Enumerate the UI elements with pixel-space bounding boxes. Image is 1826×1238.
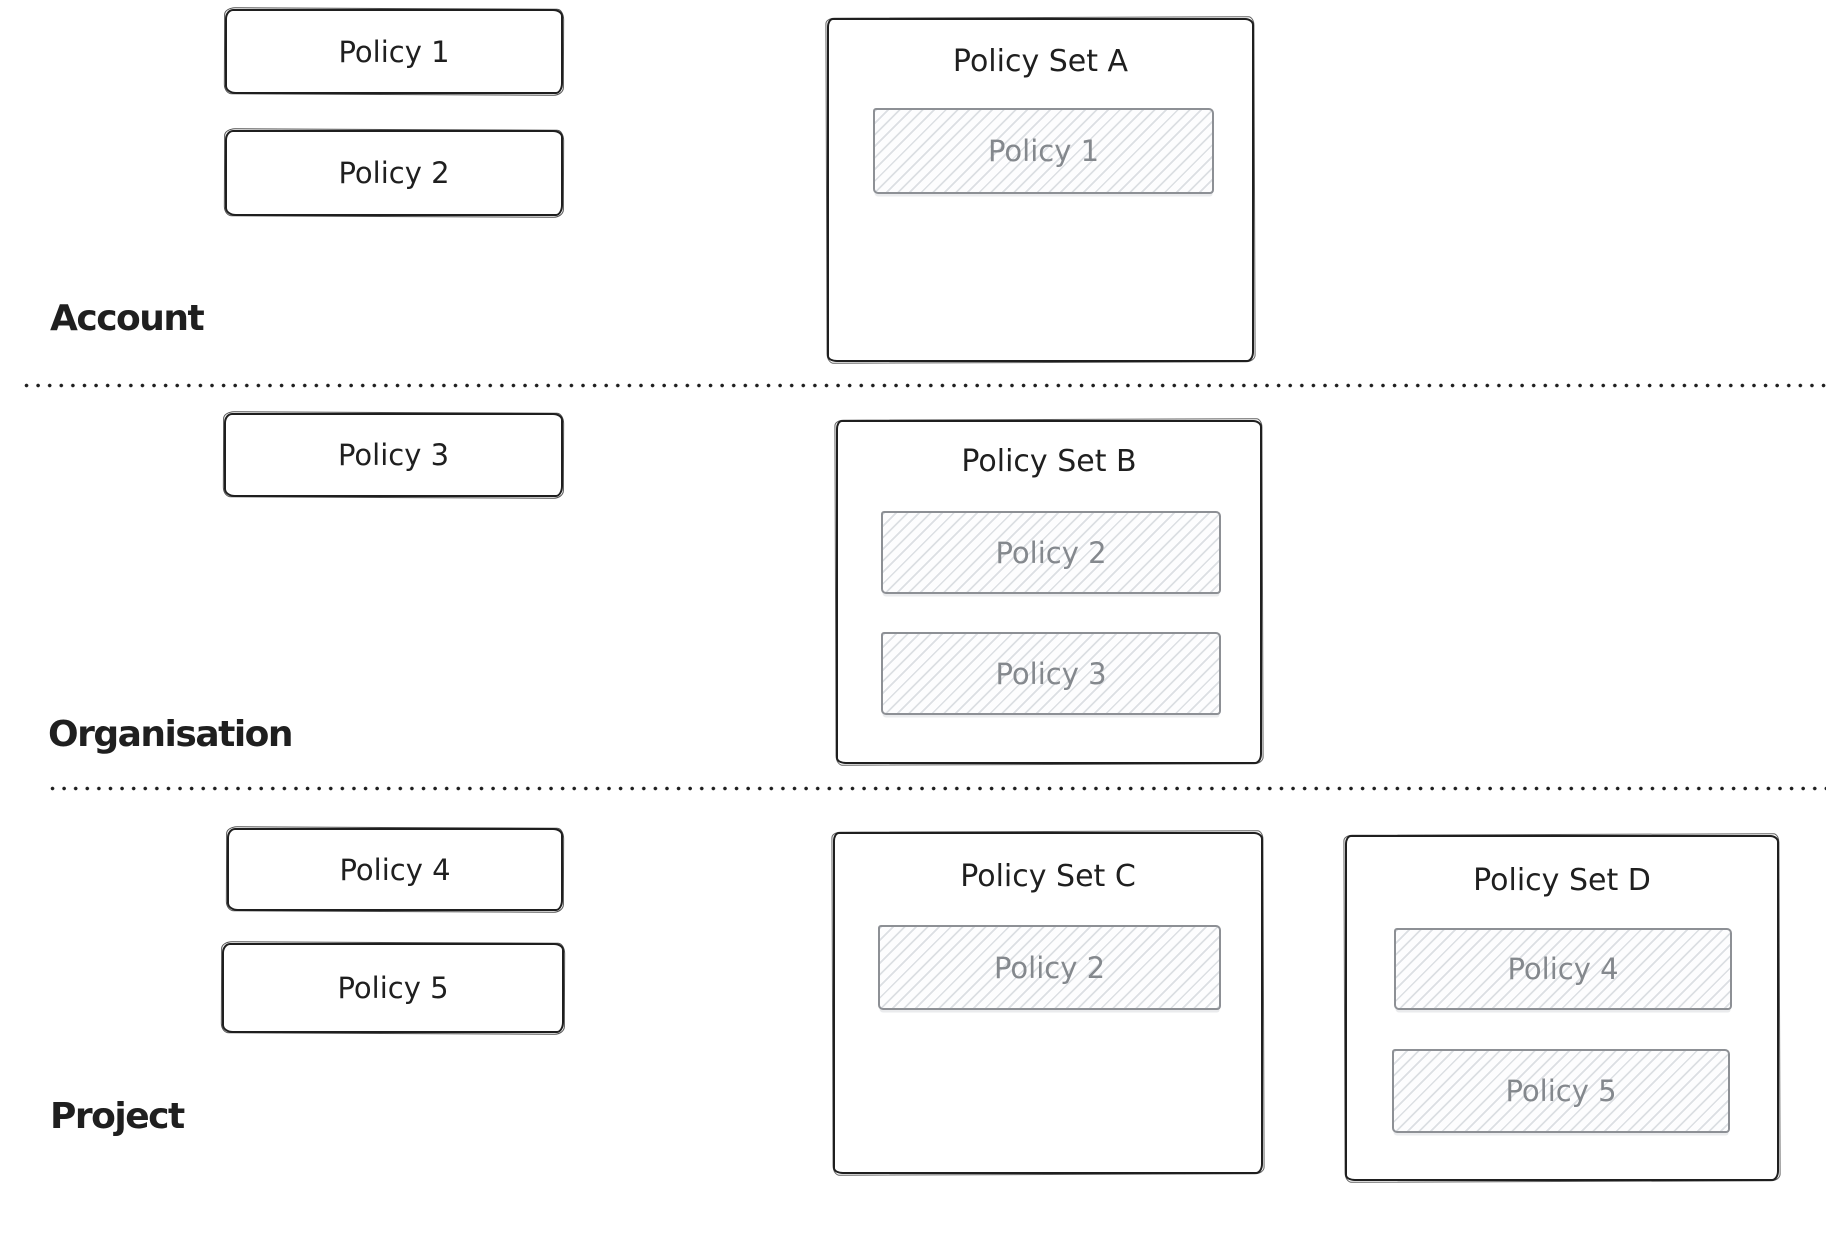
policy-set-d-member-2: Policy 5 <box>1392 1049 1730 1133</box>
policy-set-c-member-1-label: Policy 2 <box>993 950 1106 985</box>
policy-box-5-label: Policy 5 <box>337 971 449 1005</box>
policy-box-2-label: Policy 2 <box>338 156 450 190</box>
policy-set-d: Policy Set D Policy 4 Policy 5 <box>1345 835 1779 1181</box>
policy-set-a: Policy Set A Policy 1 <box>827 18 1254 362</box>
tier-divider-2 <box>50 786 1826 791</box>
policy-set-a-member-1-label: Policy 1 <box>987 134 1100 168</box>
policy-set-c: Policy Set C Policy 2 <box>833 832 1263 1174</box>
policy-box-1: Policy 1 <box>225 9 563 94</box>
policy-box-1-label: Policy 1 <box>338 34 450 69</box>
tier-label-account: Account <box>50 298 205 339</box>
policy-set-b-member-1: Policy 2 <box>881 511 1221 594</box>
policy-set-b-title: Policy Set B <box>961 444 1137 479</box>
policy-set-c-member-1: Policy 2 <box>878 925 1221 1010</box>
policy-set-d-member-1-label: Policy 4 <box>1507 952 1619 986</box>
policy-box-3-label: Policy 3 <box>337 438 450 472</box>
policy-set-d-member-2-label: Policy 5 <box>1505 1074 1617 1108</box>
tier-label-project: Project <box>50 1096 185 1137</box>
policy-box-3: Policy 3 <box>224 413 563 497</box>
tier-divider-1 <box>24 383 1826 388</box>
policy-set-d-member-1: Policy 4 <box>1394 928 1732 1010</box>
policy-set-a-title: Policy Set A <box>952 44 1129 79</box>
policy-set-b-member-2-label: Policy 3 <box>995 656 1107 691</box>
policy-set-b: Policy Set B Policy 2 Policy 3 <box>836 420 1262 764</box>
policy-set-b-member-2: Policy 3 <box>881 632 1221 715</box>
policy-box-4: Policy 4 <box>227 828 563 911</box>
policy-set-d-title: Policy Set D <box>1473 863 1651 898</box>
tier-label-organisation: Organisation <box>48 714 294 755</box>
policy-set-b-member-1-label: Policy 2 <box>995 535 1107 570</box>
policy-box-4-label: Policy 4 <box>339 852 451 887</box>
policy-set-c-title: Policy Set C <box>960 859 1136 894</box>
policy-set-a-member-1: Policy 1 <box>873 108 1214 194</box>
policy-box-5: Policy 5 <box>222 943 564 1033</box>
policy-box-2: Policy 2 <box>225 130 563 216</box>
